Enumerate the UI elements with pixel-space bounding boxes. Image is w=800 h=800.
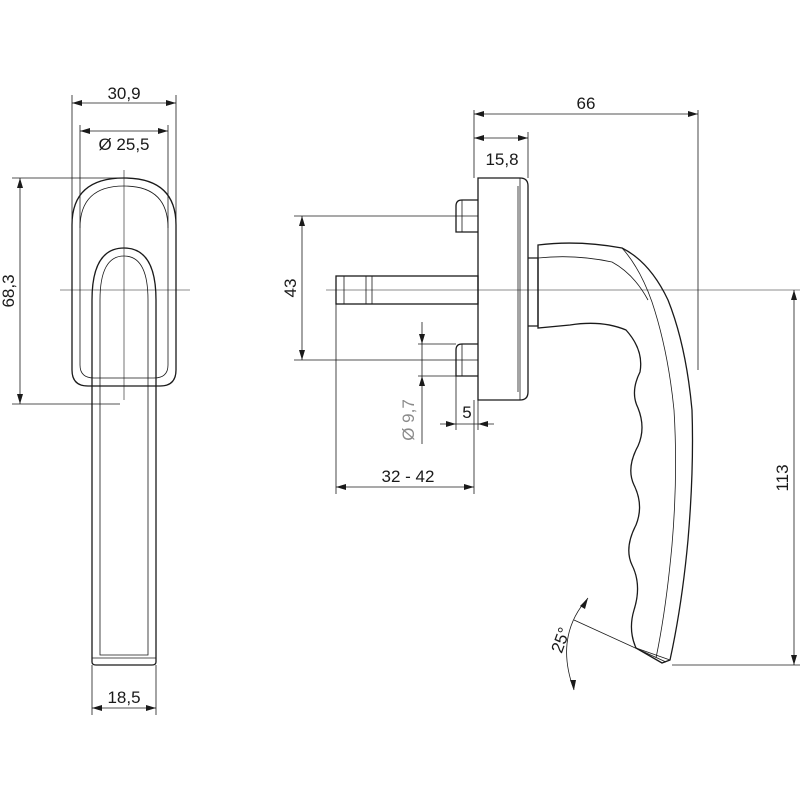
arrow-head <box>166 100 176 106</box>
arrow-head <box>791 290 797 300</box>
arrow-head <box>688 111 698 117</box>
dim-label-grip-width: 18,5 <box>107 688 140 707</box>
arrow-head <box>446 421 456 427</box>
arrow-head <box>580 598 588 609</box>
dim-label-rosette-diameter: Ø 25,5 <box>98 135 149 154</box>
arrow-head <box>474 111 484 117</box>
side-handle-back-edge <box>537 256 649 301</box>
arrow-head <box>299 216 305 226</box>
arrow-head <box>791 655 797 665</box>
dim-label-spindle-length: 32 - 42 <box>382 467 435 486</box>
arrow-head <box>478 421 488 427</box>
arrow-head <box>518 135 528 141</box>
arrow-head <box>570 680 576 690</box>
dim-label-screw-diameter: Ø 9,7 <box>399 399 418 441</box>
dim-label-overall-depth: 66 <box>577 94 596 113</box>
dim-label-front-width: 30,9 <box>107 84 140 103</box>
dim-label-rosette-depth: 15,8 <box>485 150 518 169</box>
arrow-head <box>17 394 23 404</box>
dim-label-screw-offset: 5 <box>462 403 471 422</box>
arrow-head <box>146 705 156 711</box>
arrow-head <box>17 178 23 188</box>
side-handle-outline <box>537 242 694 664</box>
arrow-head <box>474 135 484 141</box>
arrow-head <box>72 100 82 106</box>
dim-label-screw-spacing: 43 <box>281 279 300 298</box>
angle-arc <box>566 597 589 691</box>
dim-label-rosette-height: 68,3 <box>0 274 18 307</box>
side-rosette-outline <box>477 177 529 401</box>
arrow-head <box>419 334 425 344</box>
handle-neck <box>528 257 539 327</box>
handle-tip-line <box>635 647 671 661</box>
dim-label-handle-length: 113 <box>773 464 792 491</box>
arrow-head <box>80 128 90 134</box>
arrow-head <box>158 128 168 134</box>
arrow-head <box>92 705 102 711</box>
arrow-head <box>464 484 474 490</box>
arrow-head <box>336 484 346 490</box>
arrow-head <box>299 350 305 360</box>
angle-reference-line <box>573 619 667 663</box>
side-handle-inner-edge <box>621 247 676 659</box>
arrow-head <box>419 376 425 386</box>
front-view: 30,9 Ø 25,5 68,3 18,5 <box>0 84 190 715</box>
side-view: 66 15,8 43 Ø 9,7 5 32 - 42 <box>281 94 800 691</box>
handle-grip-outline <box>91 247 157 666</box>
